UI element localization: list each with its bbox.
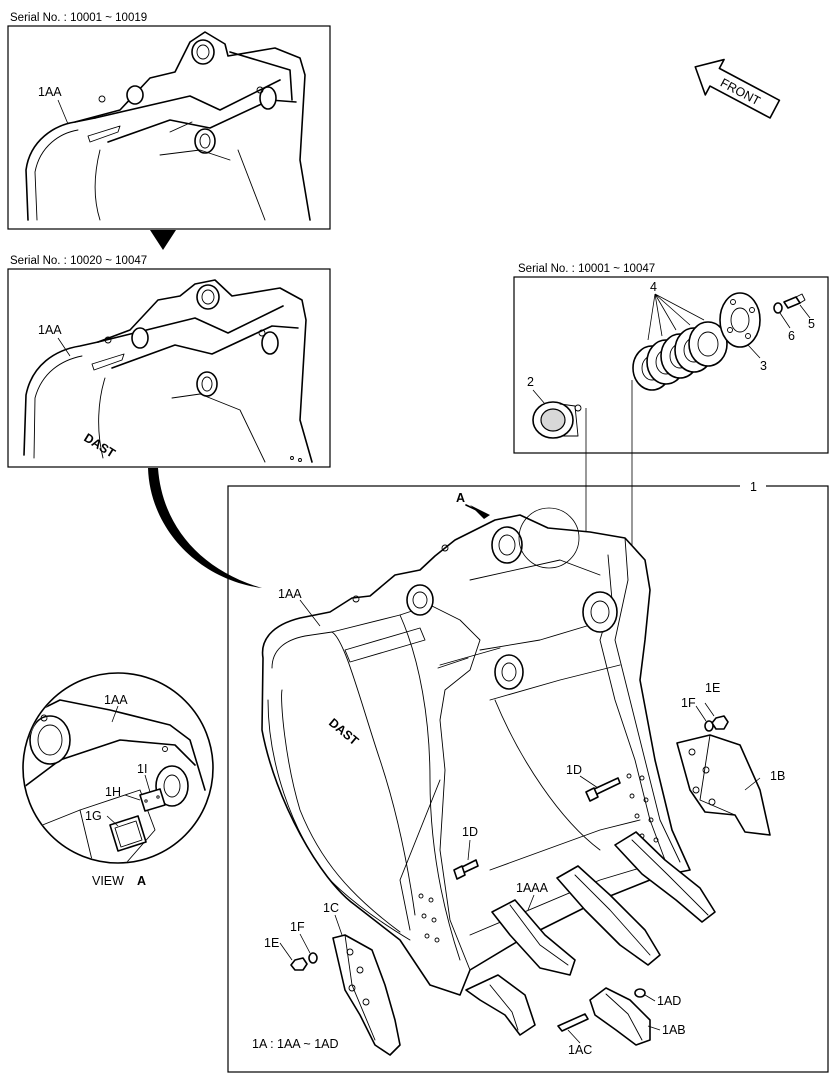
lock-1AD	[634, 988, 646, 998]
inset-frame-mid	[7, 268, 331, 468]
label-1F-right: 1F	[681, 696, 696, 710]
label-1: 1	[750, 480, 757, 494]
logo-mid: DAST	[81, 431, 118, 461]
label-1AD: 1AD	[657, 994, 681, 1008]
plate-1G	[109, 815, 147, 852]
label-1G: 1G	[85, 809, 102, 823]
label-1AA-top: 1AA	[38, 85, 62, 99]
label-4: 4	[650, 280, 657, 294]
side-cutter-right	[676, 734, 771, 836]
label-1AB: 1AB	[662, 1023, 686, 1037]
boss-top-left	[491, 526, 523, 564]
front-arrow: FRONT	[694, 58, 781, 119]
arrow-a-label: A	[456, 491, 465, 505]
side-cutter-left	[332, 934, 401, 1056]
detail-circle	[518, 507, 580, 569]
label-1H: 1H	[105, 785, 121, 799]
label-6: 6	[788, 329, 795, 343]
boss-right	[582, 591, 618, 633]
label-1AC: 1AC	[568, 1043, 592, 1057]
boss-mid-left	[406, 584, 434, 616]
label-5: 5	[808, 317, 815, 331]
inset-late-serial: Serial No. : 10020 ~ 10047 DAST 1AA	[7, 255, 331, 468]
tooth-1AB-exploded	[589, 987, 651, 1046]
bucket-sketch-mid	[23, 279, 313, 463]
label-1B: 1B	[770, 769, 785, 783]
washer-1F-right	[704, 720, 714, 732]
inset-bushing: Serial No. : 10001 ~ 10047	[513, 263, 829, 454]
label-1AA-mid: 1AA	[38, 323, 62, 337]
label-1E-left: 1E	[264, 936, 279, 950]
boss-lower	[494, 654, 524, 690]
nut-1E-right	[711, 715, 729, 730]
plate-part-3	[719, 292, 761, 348]
inset-frame-right	[513, 276, 829, 454]
tooth-2-adapter-exploded	[491, 899, 576, 976]
bushing-part-2	[532, 401, 582, 439]
serial-label-top: Serial No. : 10001 ~ 10019	[10, 12, 147, 24]
view-letter: A	[137, 874, 146, 888]
tooth-3	[556, 865, 661, 966]
label-2: 2	[527, 375, 534, 389]
inset-frame-top	[7, 25, 331, 230]
front-arrow-icon	[694, 58, 781, 119]
label-1AA-main: 1AA	[278, 587, 302, 601]
label-1AA-view: 1AA	[104, 693, 128, 707]
connector-curve	[148, 468, 262, 588]
shim-stack-part-4	[632, 321, 728, 391]
nut-1E-left	[290, 957, 308, 971]
label-1AAA: 1AAA	[516, 881, 549, 895]
label-1E-right: 1E	[705, 681, 720, 695]
tooth-1	[465, 974, 536, 1036]
label-1F-left: 1F	[290, 920, 305, 934]
plate-1H	[139, 788, 166, 812]
label-1D-left: 1D	[462, 825, 478, 839]
footnote: 1A : 1AA ~ 1AD	[252, 1037, 339, 1051]
down-triangle-icon	[150, 230, 176, 250]
bolt-1D-right	[585, 777, 621, 802]
bolt-holes-left	[418, 893, 440, 943]
pin-1AC	[557, 1013, 589, 1032]
main-frame	[227, 485, 829, 1073]
label-1D-right: 1D	[566, 763, 582, 777]
bucket-teeth	[465, 831, 716, 1046]
bolt-1D-left	[453, 859, 479, 880]
inset-early-serial: Serial No. : 10001 ~ 10019 1AA	[7, 12, 331, 230]
serial-label-mid: Serial No. : 10020 ~ 10047	[10, 255, 147, 267]
view-a-detail: 1AA 1I 1H 1G	[22, 672, 214, 864]
label-1I: 1I	[137, 762, 147, 776]
washer-1F-left	[308, 952, 318, 964]
label-1C: 1C	[323, 901, 339, 915]
bolt-part-5	[783, 293, 806, 309]
tooth-4	[614, 831, 716, 923]
label-3: 3	[760, 359, 767, 373]
serial-label-right: Serial No. : 10001 ~ 10047	[518, 263, 655, 275]
bucket-sketch-top	[25, 31, 311, 221]
view-a-arrow: A	[456, 491, 490, 519]
washer-part-6	[773, 302, 783, 314]
view-label: VIEW	[92, 874, 124, 888]
